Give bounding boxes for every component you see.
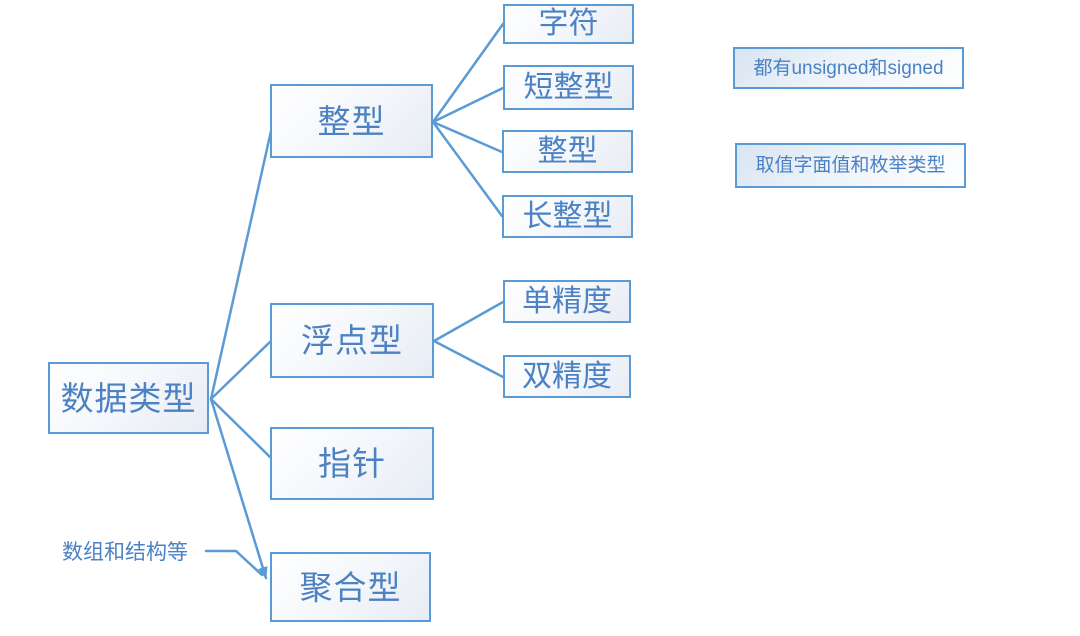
branch-node-integer: 整型 [270,84,433,158]
edge-integer-long [431,120,504,218]
edge-root-float [209,338,274,401]
leaf-node-long-int: 长整型 [502,195,633,238]
note-unsigned-signed: 都有unsigned和signed [733,47,964,89]
edge-integer-int [431,120,504,154]
leaf-node-int: 整型 [502,130,633,173]
edge-integer-char [431,22,505,124]
branch-node-aggregate: 聚合型 [270,552,431,622]
edge-root-pointer [209,397,273,460]
leaf-node-single-precision: 单精度 [503,280,631,323]
edge-root-integer [209,129,273,401]
edge-root-aggregate [209,397,268,580]
branch-node-float: 浮点型 [270,303,434,378]
leaf-node-double-precision: 双精度 [503,355,631,398]
callout-array-struct-label: 数组和结构等 [62,541,188,564]
leaf-node-char: 字符 [503,4,634,44]
edge-integer-short [431,86,505,124]
leaf-node-short-int: 短整型 [503,65,634,110]
callout-leader-line [204,549,264,577]
branch-node-pointer: 指针 [270,427,434,500]
root-node-data-type: 数据类型 [48,362,209,434]
edge-float-double [432,339,505,379]
note-literal-enum: 取值字面值和枚举类型 [735,143,966,188]
edge-float-single [432,300,505,343]
